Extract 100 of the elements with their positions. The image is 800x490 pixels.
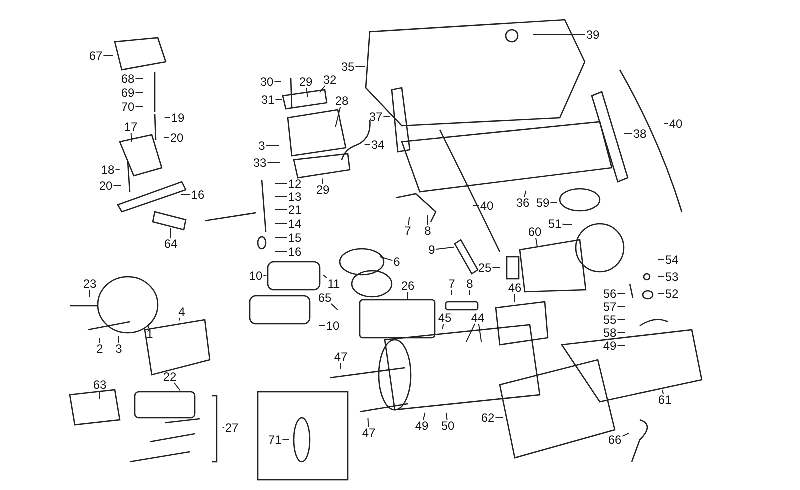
callout-number: 8 xyxy=(424,225,432,237)
callout-number: 16 xyxy=(190,189,206,201)
leader-line xyxy=(135,92,144,94)
callout-number: 37 xyxy=(368,111,384,123)
callout-number: 68 xyxy=(120,73,136,85)
callout-number: 12 xyxy=(287,178,303,190)
callout-number: 58 xyxy=(602,327,618,339)
leader-line xyxy=(170,228,172,238)
leader-line xyxy=(478,324,482,342)
leader-line xyxy=(423,412,426,420)
callout-number: 47 xyxy=(333,351,349,363)
callout-number: 4 xyxy=(178,306,186,318)
callout-number: 26 xyxy=(400,280,416,292)
leader-line xyxy=(368,418,370,428)
callout-number: 21 xyxy=(287,204,303,216)
callout-number: 10 xyxy=(248,270,264,282)
leader-line xyxy=(436,246,454,250)
callout-number: 7 xyxy=(448,278,456,290)
callout-number: 44 xyxy=(470,312,486,324)
leader-line xyxy=(274,196,288,198)
callout-number: 2 xyxy=(96,343,104,355)
leader-line xyxy=(178,318,181,322)
callout-number: 20 xyxy=(98,180,114,192)
leader-line xyxy=(562,224,572,226)
callout-number: 35 xyxy=(340,61,356,73)
callout-number: 28 xyxy=(334,95,350,107)
leader-line xyxy=(550,202,558,204)
callout-number: 20 xyxy=(169,132,185,144)
callout-number: 71 xyxy=(267,434,283,446)
callout-number: 31 xyxy=(260,94,276,106)
leader-line xyxy=(536,238,538,248)
callout-number: 17 xyxy=(123,121,139,133)
callout-number: 3 xyxy=(258,140,266,152)
callout-number: 60 xyxy=(527,226,543,238)
callout-number: 69 xyxy=(120,87,136,99)
callout-number: 70 xyxy=(120,101,136,113)
callout-number: 19 xyxy=(170,112,186,124)
callout-number: 55 xyxy=(602,314,618,326)
callout-number: 47 xyxy=(361,427,377,439)
callout-number: 36 xyxy=(515,197,531,209)
callout-number: 14 xyxy=(287,218,303,230)
callout-number: 3 xyxy=(114,343,124,355)
callout-number: 63 xyxy=(92,379,108,391)
leader-line xyxy=(442,324,444,330)
leader-line xyxy=(323,274,328,278)
callout-number: 46 xyxy=(507,282,523,294)
callout-number: 49 xyxy=(414,420,430,432)
callout-number: 9 xyxy=(428,244,436,256)
leader-line xyxy=(267,162,280,164)
callout-number: 53 xyxy=(664,271,680,283)
leader-line xyxy=(130,132,132,142)
leader-line xyxy=(135,106,144,108)
callout-number: 45 xyxy=(437,312,453,324)
leader-line xyxy=(532,34,586,36)
callout-number: 32 xyxy=(322,74,338,86)
leader-line xyxy=(330,304,338,310)
callout-number: 29 xyxy=(298,76,314,88)
leader-line xyxy=(379,256,394,262)
callout-number: 51 xyxy=(547,218,563,230)
callout-number: 66 xyxy=(607,434,623,446)
leader-line xyxy=(135,78,144,80)
callout-number: 56 xyxy=(602,288,618,300)
leader-line xyxy=(383,116,390,118)
callout-number: 54 xyxy=(664,254,680,266)
leader-line xyxy=(174,382,181,392)
callout-number: 49 xyxy=(602,340,618,352)
leader-line xyxy=(340,362,342,370)
leader-line xyxy=(180,194,191,196)
leader-line xyxy=(524,190,527,198)
callout-number: 62 xyxy=(480,412,496,424)
leader-line xyxy=(364,144,371,146)
callout-number: 34 xyxy=(370,139,386,151)
leader-line xyxy=(355,66,366,68)
callout-number: 16 xyxy=(287,246,303,258)
callout-number: 27 xyxy=(224,422,240,434)
callout-number: 65 xyxy=(317,292,333,304)
leader-line xyxy=(319,86,326,94)
callout-number: 52 xyxy=(664,288,680,300)
callout-number: 33 xyxy=(252,157,268,169)
callout-number: 61 xyxy=(657,394,673,406)
leader-line xyxy=(617,306,626,308)
callout-number: 64 xyxy=(163,238,179,250)
callout-number: 57 xyxy=(602,301,618,313)
callout-number: 25 xyxy=(477,262,493,274)
callout-number: 30 xyxy=(259,76,275,88)
callout-number: 13 xyxy=(287,191,303,203)
callout-number: 40 xyxy=(668,118,684,130)
leader-line xyxy=(617,332,626,334)
leader-line xyxy=(148,324,150,328)
callout-number: 10 xyxy=(325,320,341,332)
callout-number: 8 xyxy=(466,278,474,290)
callout-number: 39 xyxy=(585,29,601,41)
leader-line xyxy=(118,336,120,344)
callout-number: 11 xyxy=(326,278,342,290)
callout-number: 6 xyxy=(392,256,402,268)
leader-line xyxy=(306,88,308,98)
callout-number: 38 xyxy=(632,128,648,140)
callout-number: 23 xyxy=(82,278,98,290)
leader-line xyxy=(658,276,665,278)
callout-number: 50 xyxy=(440,420,456,432)
